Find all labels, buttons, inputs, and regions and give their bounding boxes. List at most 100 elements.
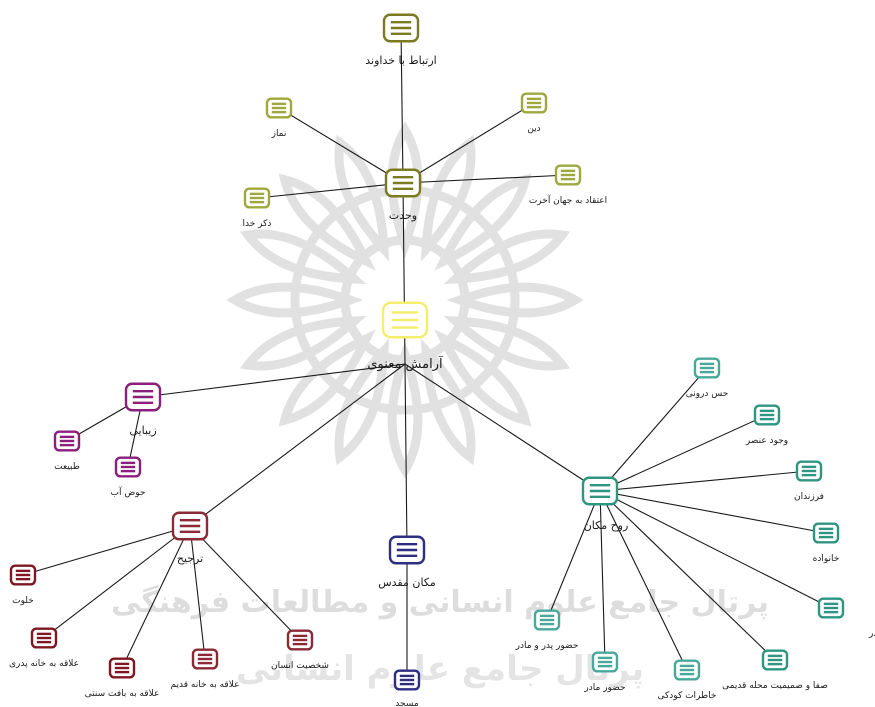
edge-vahdat-din — [402, 102, 535, 184]
list-icon — [191, 648, 219, 670]
list-icon — [384, 168, 422, 198]
node-label-zekr: ذکر خدا — [243, 219, 272, 229]
node-masjed[interactable]: مسجد — [393, 669, 421, 707]
edges — [22, 27, 832, 680]
list-icon — [753, 404, 781, 426]
list-icon — [108, 657, 136, 679]
node-label-namaz: نماز — [271, 129, 287, 139]
node-vahdat[interactable]: وحدت — [384, 168, 422, 222]
node-vojoud[interactable]: وجود عنصر — [745, 404, 788, 446]
node-ertebat[interactable]: ارتباط با خداوند — [365, 13, 437, 67]
edge-rouh_makan-safa — [599, 490, 776, 661]
watermark-text-2: پرتال جامع علوم انسانی — [236, 649, 644, 689]
node-zibayi[interactable]: زیبایی — [124, 382, 162, 437]
list-icon — [124, 382, 162, 412]
node-label-farzandan: فرزندان — [794, 492, 824, 502]
node-din[interactable]: دین — [520, 92, 548, 134]
node-label-ertebat: ارتباط با خداوند — [365, 54, 436, 67]
edge-rouh_makan-vojoud — [599, 414, 768, 492]
edge-rouh_makan-khatere — [599, 490, 688, 671]
edge-tarjih-ghadim — [189, 525, 206, 660]
node-yad[interactable]: یاد و خاطره پدر و مادر — [817, 597, 875, 639]
node-ghadim[interactable]: علاقه به خانه قدیم — [171, 648, 240, 690]
edge-tarjih-shakhsiat — [189, 525, 301, 641]
list-icon — [381, 301, 429, 339]
list-icon — [533, 609, 561, 631]
node-shakhsiat[interactable]: شخصیت انسان — [271, 629, 329, 671]
edge-rouh_makan-hes_darouni — [599, 367, 708, 492]
list-icon — [581, 476, 619, 506]
node-label-khanevade: خانواده — [813, 554, 840, 564]
node-farzandan[interactable]: فرزندان — [794, 460, 824, 502]
list-icon — [286, 629, 314, 651]
list-icon — [673, 659, 701, 681]
node-label-tabiat: طبیعت — [54, 462, 80, 472]
node-center[interactable]: آرامش معنوی — [367, 301, 444, 372]
edge-tarjih-sonnati — [121, 525, 191, 669]
list-icon — [761, 649, 789, 671]
edge-rouh_makan-farzandan — [599, 470, 810, 492]
list-icon — [795, 460, 823, 482]
node-label-center: آرامش معنوی — [367, 355, 444, 372]
node-label-hozour_madar: حضور مادر — [583, 683, 625, 693]
node-rouh_makan[interactable]: روح مکان — [581, 476, 628, 532]
node-label-tarjih: ترجیح — [177, 552, 203, 565]
node-label-khatere: خاطرات کودکی — [658, 691, 717, 701]
node-label-makan_moghaddas: مکان مقدس — [378, 576, 436, 589]
list-icon — [9, 564, 37, 586]
edge-rouh_makan-hozour_pedar — [546, 490, 601, 621]
node-makan_moghaddas[interactable]: مکان مقدس — [378, 535, 436, 589]
list-icon — [388, 535, 426, 565]
edge-vahdat-namaz — [278, 107, 404, 184]
list-icon — [693, 357, 721, 379]
node-label-hozour_pedar: حضور پدر و مادر — [515, 641, 579, 651]
node-label-hes_darouni: حس درونی — [686, 389, 729, 399]
node-hozour_pedar[interactable]: حضور پدر و مادر — [515, 609, 579, 651]
edge-rouh_makan-hozour_madar — [599, 490, 606, 663]
list-icon — [554, 164, 582, 186]
node-pedari[interactable]: علاقه به خانه پدری — [9, 627, 79, 669]
list-icon — [812, 522, 840, 544]
node-label-safa: صفا و صمیمیت محله قدیمی — [722, 681, 828, 691]
list-icon — [382, 13, 420, 43]
node-zekr[interactable]: ذکر خدا — [243, 187, 272, 229]
edge-rouh_makan-khanevade — [599, 490, 827, 534]
edge-center-makan_moghaddas — [404, 363, 408, 551]
node-hes_darouni[interactable]: حس درونی — [686, 357, 729, 399]
node-label-ghadim: علاقه به خانه قدیم — [171, 680, 240, 690]
list-icon — [393, 669, 421, 691]
node-label-vahdat: وحدت — [389, 209, 417, 222]
node-khatere[interactable]: خاطرات کودکی — [658, 659, 717, 701]
node-label-hoz: حوض آب — [111, 486, 146, 498]
node-khanevade[interactable]: خانواده — [812, 522, 840, 564]
list-icon — [520, 92, 548, 114]
edge-center-rouh_makan — [404, 363, 601, 492]
node-label-sonnati: علاقه به بافت سنتی — [85, 689, 160, 699]
nodes: آرامش معنوی وحدت ارتباط با خداوند نماز دین ذک… — [9, 13, 875, 707]
node-eteghad[interactable]: اعتقاد به جهان آخرت — [529, 164, 607, 206]
node-safa[interactable]: صفا و صمیمیت محله قدیمی — [722, 649, 828, 691]
node-label-eteghad: اعتقاد به جهان آخرت — [529, 194, 607, 206]
list-icon — [171, 511, 209, 541]
node-namaz[interactable]: نماز — [265, 97, 293, 139]
edge-rouh_makan-yad — [599, 490, 832, 609]
node-sonnati[interactable]: علاقه به بافت سنتی — [85, 657, 160, 699]
node-khalvat[interactable]: خلوت — [9, 564, 37, 606]
node-label-din: دین — [527, 124, 540, 134]
node-tarjih[interactable]: ترجیح — [171, 511, 209, 565]
list-icon — [265, 97, 293, 119]
list-icon — [114, 456, 142, 478]
edge-vahdat-zekr — [256, 182, 404, 199]
node-label-zibayi: زیبایی — [129, 424, 156, 437]
list-icon — [53, 430, 81, 452]
edge-tarjih-khalvat — [22, 525, 191, 576]
node-label-shakhsiat: شخصیت انسان — [271, 661, 329, 671]
edge-vahdat-eteghad — [402, 174, 569, 184]
list-icon — [591, 651, 619, 673]
edge-center-tarjih — [189, 363, 406, 527]
node-hoz[interactable]: حوض آب — [111, 456, 146, 498]
node-hozour_madar[interactable]: حضور مادر — [583, 651, 626, 693]
node-tabiat[interactable]: طبیعت — [53, 430, 81, 472]
